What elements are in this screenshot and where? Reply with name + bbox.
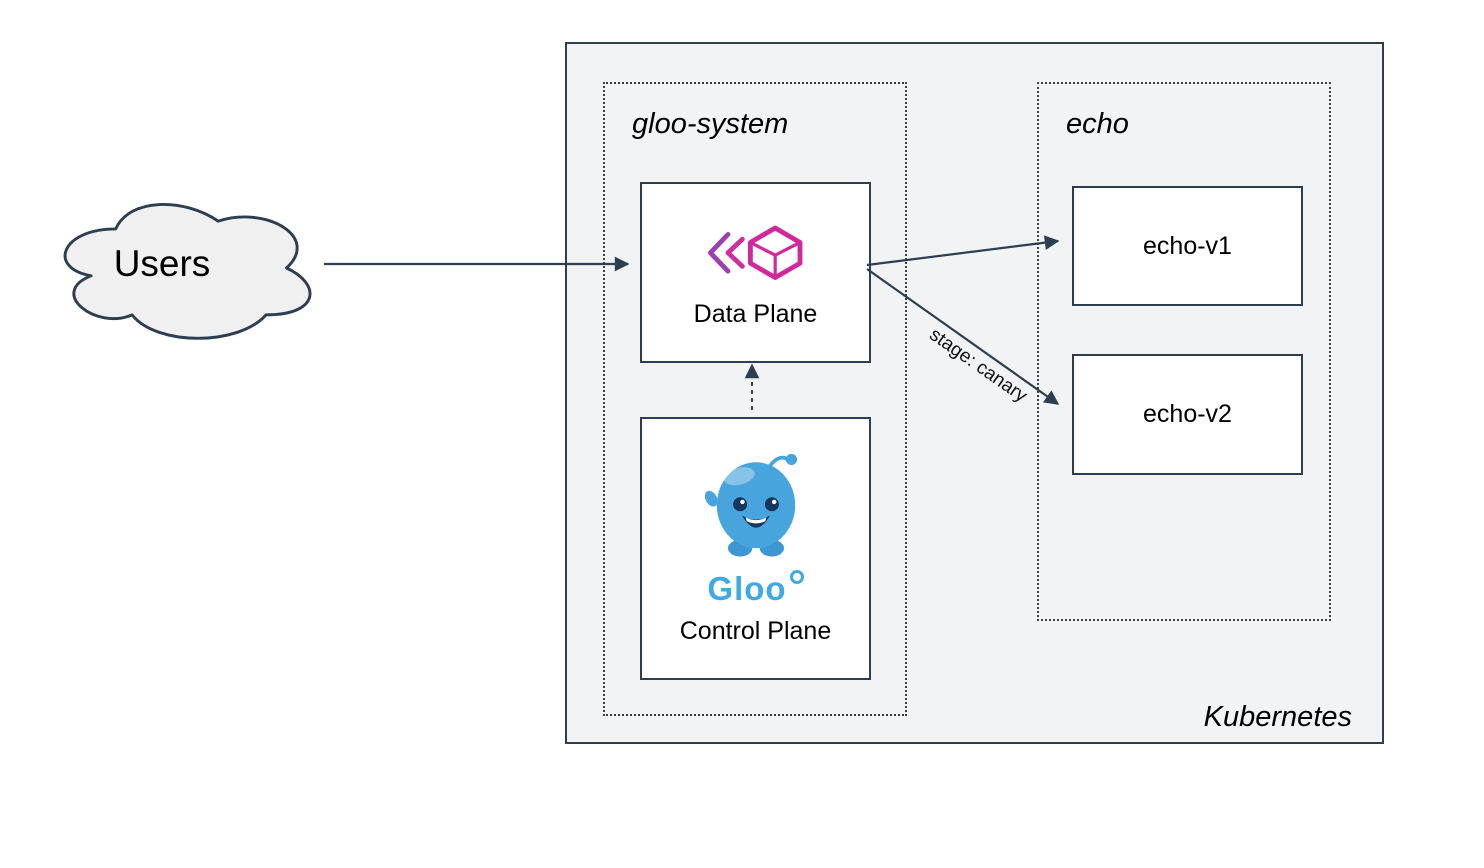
- gloo-wordmark: Gloo: [707, 569, 804, 607]
- gloo-wordmark-ring: [789, 569, 804, 584]
- node-data-plane: Data Plane: [640, 182, 871, 363]
- node-echo-v1: echo-v1: [1072, 186, 1303, 306]
- cloud-shape: [63, 203, 312, 340]
- users-label: Users: [113, 243, 211, 284]
- echo-v1-label: echo-v1: [1143, 231, 1232, 260]
- node-control-plane: Gloo Control Plane: [640, 417, 871, 680]
- gloo-mascot-icon: [704, 453, 797, 557]
- data-plane-label: Data Plane: [693, 300, 818, 328]
- control-plane-label: Control Plane: [679, 616, 832, 645]
- namespace-gloo-system: gloo-system Data Plane: [603, 82, 907, 716]
- gloo-gateway-icon: [707, 225, 802, 280]
- node-echo-v2: echo-v2: [1072, 354, 1303, 475]
- namespace-echo-label: echo: [1066, 108, 1129, 140]
- kubernetes-label: Kubernetes: [1203, 701, 1352, 733]
- users-cloud: Users: [42, 186, 326, 350]
- kubernetes-boundary: gloo-system Data Plane: [565, 42, 1384, 744]
- namespace-echo: echo echo-v1 echo-v2: [1037, 82, 1331, 621]
- echo-v2-label: echo-v2: [1143, 400, 1232, 428]
- namespace-gloo-system-label: gloo-system: [632, 108, 789, 140]
- gloo-wordmark-text: Gloo: [707, 569, 787, 607]
